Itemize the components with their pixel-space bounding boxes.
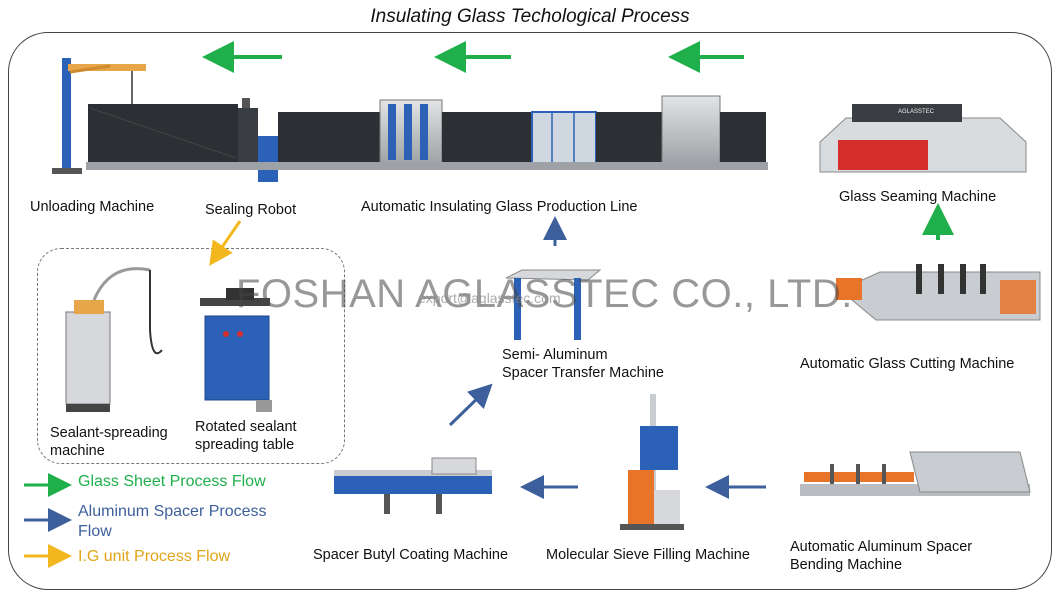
- label-bending-machine-line1: Automatic Aluminum Spacer: [790, 539, 973, 555]
- rotated-table-illustration: [200, 288, 272, 412]
- glass-flow-arrows: [24, 41, 954, 497]
- seaming-machine-illustration: AGLASSTEC: [819, 104, 1027, 173]
- diagram-title: Insulating Glass Techological Process: [370, 6, 690, 27]
- label-production-line: Automatic Insulating Glass Production Li…: [361, 199, 638, 215]
- svg-text:AGLASSTEC: AGLASSTEC: [898, 109, 935, 115]
- label-sealing-robot: Sealing Robot: [205, 202, 297, 218]
- butyl-machine-illustration: [334, 457, 492, 514]
- ig-flow-arrows: [24, 220, 242, 568]
- label-transfer-machine-line1: Semi- Aluminum: [502, 347, 608, 363]
- spacer-flow-arrows: [24, 216, 766, 532]
- sieve-machine-illustration: [620, 394, 684, 530]
- label-butyl-machine: Spacer Butyl Coating Machine: [313, 547, 509, 563]
- label-unloading-machine: Unloading Machine: [30, 199, 155, 215]
- label-seaming-machine: Glass Seaming Machine: [839, 189, 997, 205]
- label-rotated-table-line1: Rotated sealant: [195, 419, 297, 435]
- label-sealant-machine-line2: machine: [50, 443, 105, 459]
- label-bending-machine-line2: Bending Machine: [790, 557, 903, 573]
- cutting-machine-illustration: [836, 264, 1041, 321]
- transfer-machine-illustration: [505, 269, 602, 340]
- legend-spacer-flow-line2: Flow: [78, 523, 112, 540]
- production-line-illustration: [86, 95, 768, 182]
- watermark: FOSHAN AGLASSTEC CO., LTD.: [236, 272, 853, 316]
- legend-ig-flow: I.G unit Process Flow: [78, 548, 231, 565]
- legend-spacer-flow-line1: Aluminum Spacer Process: [78, 503, 267, 520]
- bending-machine-illustration: [800, 451, 1031, 496]
- watermark-email: export@aglasstec.com: [418, 290, 561, 306]
- label-sieve-machine: Molecular Sieve Filling Machine: [546, 547, 750, 563]
- label-cutting-machine: Automatic Glass Cutting Machine: [800, 356, 1015, 372]
- sealant-machine-illustration: [65, 267, 163, 412]
- label-transfer-machine-line2: Spacer Transfer Machine: [502, 365, 664, 381]
- legend-glass-flow: Glass Sheet Process Flow: [78, 473, 266, 490]
- label-rotated-table-line2: spreading table: [195, 437, 295, 453]
- label-sealant-machine-line1: Sealant-spreading: [50, 425, 168, 441]
- process-frame: [8, 32, 1052, 590]
- ig-sealing-group: [37, 248, 345, 464]
